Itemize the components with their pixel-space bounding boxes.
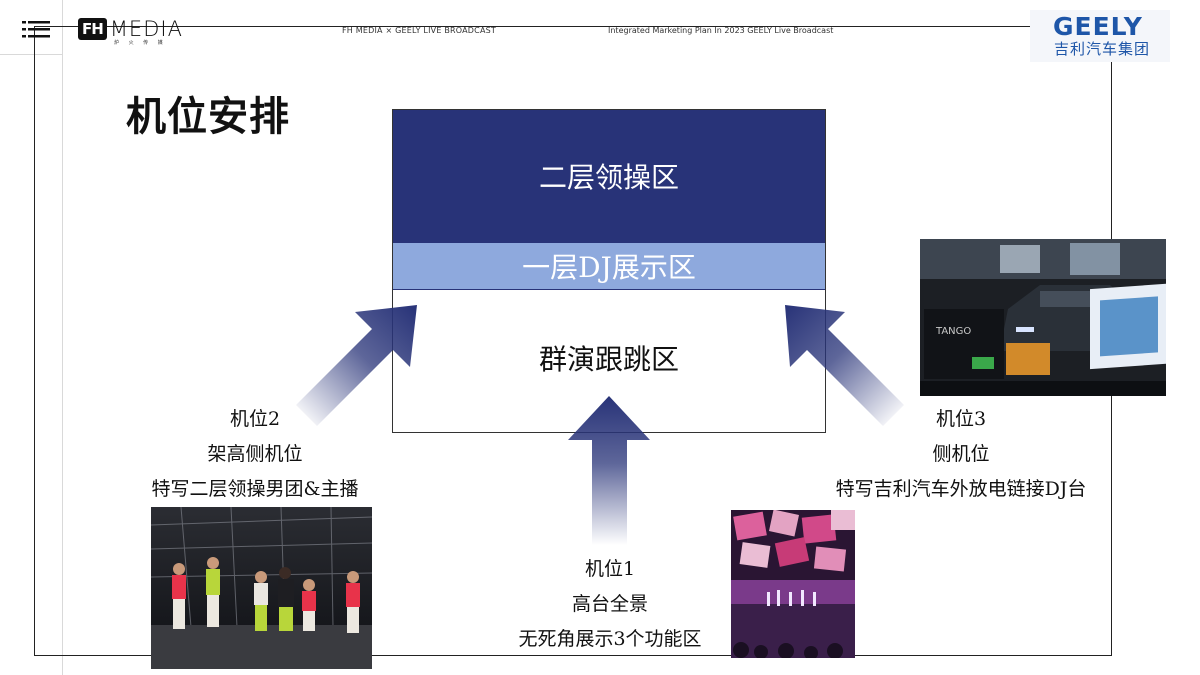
header-plan-title: Integrated Marketing Plan In 2023 GEELY … [608,26,834,35]
stage-middle-zone: 一层DJ展示区 [393,242,825,290]
dancers-stage-photo [151,507,372,669]
car-dj-booth-photo: TANGO [920,239,1166,396]
stage-lower-zone: 群演跟跳区 [393,290,825,432]
stage-middle-zone-label: 一层DJ展示区 [522,251,696,284]
tango-brand-text: TANGO [935,326,971,337]
stage-upper-zone-label: 二层领操区 [538,161,679,194]
camera2-caption: 机位2 架高侧机位 特写二层领操男团&主播 [120,402,390,507]
camera1-caption: 机位1 高台全景 无死角展示3个功能区 [470,552,750,657]
camera2-arrow [296,305,417,426]
fh-media-logo: FH MEDIA 炉 火 传 媒 [78,15,183,46]
brand-name: MEDIA [109,17,183,41]
camera1-type: 高台全景 [571,593,648,615]
brand-mark: FH [78,18,107,40]
geely-logo-backdrop [1030,10,1170,62]
camera1-name: 机位1 [584,558,636,580]
left-rail-divider [62,0,63,675]
geely-logo: GEELY [1053,12,1143,41]
camera3-name: 机位3 [935,408,987,430]
camera3-type: 侧机位 [932,443,990,465]
camera1-description: 无死角展示3个功能区 [518,628,702,650]
camera2-type: 架高侧机位 [207,443,303,465]
camera2-description: 特写二层领操男团&主播 [151,478,359,500]
stage-lower-zone-label: 群演跟跳区 [538,343,679,376]
brand-subtitle: 炉 火 传 媒 [114,40,167,46]
geely-logo-chinese: 吉利汽车集团 [1054,40,1151,58]
header-divider [0,54,62,55]
camera3-caption: 机位3 侧机位 特写吉利汽车外放电链接DJ台 [800,402,1122,507]
camera2-name: 机位2 [229,408,281,430]
stage-upper-zone: 二层领操区 [393,110,825,242]
camera3-arrow [785,305,904,426]
header-broadcast-title: FH MEDIA × GEELY LIVE BROADCAST [342,26,496,35]
camera1-arrow [568,396,650,545]
menu-lines-icon[interactable] [22,18,50,40]
page-title: 机位安排 [126,93,290,140]
led-stage-photo [731,510,855,658]
camera3-description: 特写吉利汽车外放电链接DJ台 [835,478,1087,500]
